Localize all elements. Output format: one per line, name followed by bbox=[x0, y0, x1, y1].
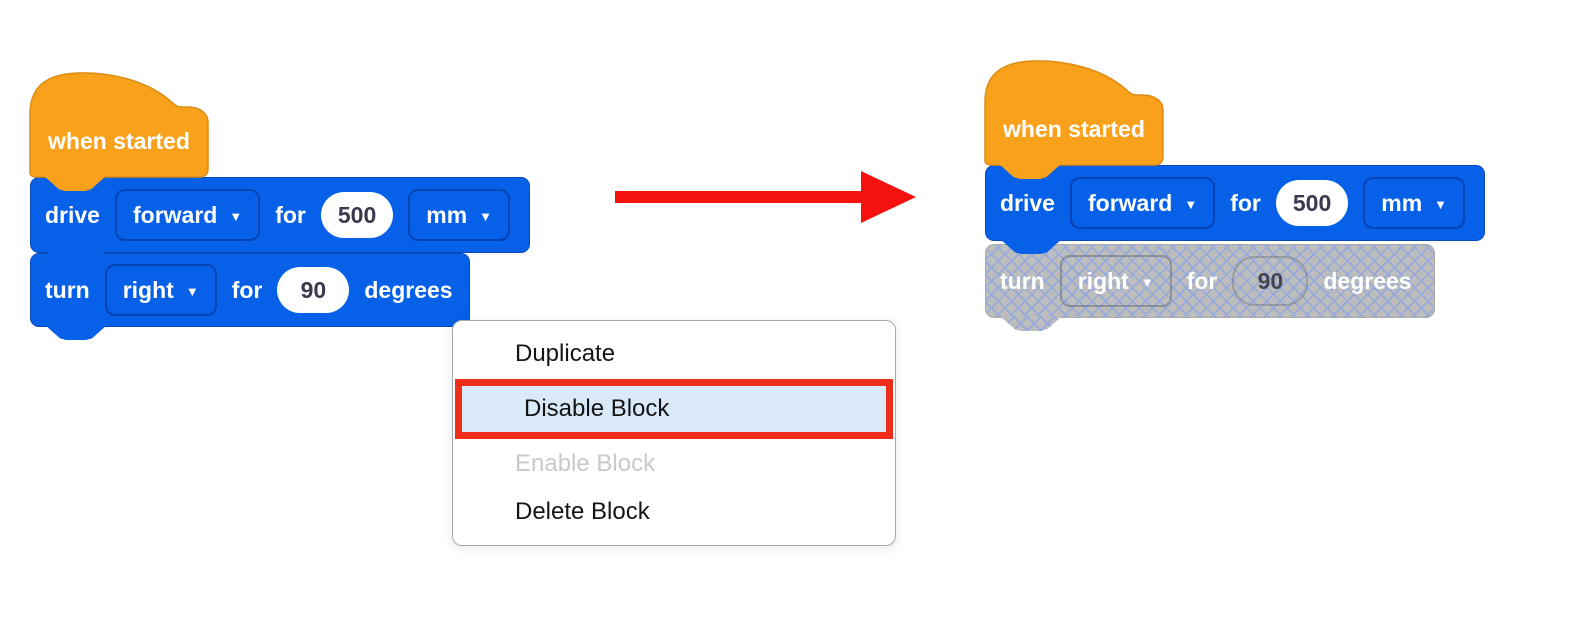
block-connector-tab bbox=[1000, 316, 1062, 331]
drive-distance-value: 500 bbox=[337, 201, 377, 228]
turn-block[interactable]: turn right ▼ for 90 degrees bbox=[30, 253, 470, 340]
for-label: for bbox=[275, 201, 306, 228]
drive-block-result[interactable]: drive forward ▼ for 500 mm ▼ bbox=[985, 165, 1485, 254]
chevron-down-icon: ▼ bbox=[1434, 196, 1448, 212]
degrees-label: degrees bbox=[1323, 267, 1412, 294]
when-started-block[interactable]: when started bbox=[29, 72, 209, 191]
block-connector-tab bbox=[45, 325, 107, 340]
drive-label: drive bbox=[45, 201, 100, 228]
turn-direction-dropdown[interactable]: right ▼ bbox=[1059, 255, 1172, 307]
drive-unit-value: mm bbox=[426, 201, 468, 228]
menu-item-delete-block[interactable]: Delete Block bbox=[515, 498, 650, 525]
chevron-down-icon: ▼ bbox=[1184, 196, 1198, 212]
drive-block[interactable]: drive forward ▼ for 500 mm ▼ bbox=[30, 177, 530, 266]
turn-angle-value: 90 bbox=[300, 276, 327, 303]
turn-block-disabled[interactable]: turn right ▼ for 90 degrees bbox=[985, 244, 1435, 331]
turn-angle-input[interactable]: 90 bbox=[1232, 256, 1309, 306]
turn-direction-value: right bbox=[1077, 267, 1129, 294]
block-connector-tab bbox=[45, 251, 107, 266]
right-arrow-icon bbox=[615, 171, 916, 223]
turn-label: turn bbox=[45, 276, 90, 303]
menu-item-disable-block-highlight[interactable]: Disable Block bbox=[455, 379, 893, 439]
drive-unit-value: mm bbox=[1381, 189, 1423, 216]
menu-item-disable-block[interactable]: Disable Block bbox=[524, 395, 670, 422]
block-connector-tab bbox=[1000, 239, 1062, 254]
hat-block-shape bbox=[29, 72, 209, 178]
turn-direction-dropdown[interactable]: right ▼ bbox=[104, 264, 217, 316]
block-connector-tab bbox=[44, 176, 106, 191]
turn-angle-input[interactable]: 90 bbox=[277, 267, 350, 313]
for-label: for bbox=[1230, 189, 1261, 216]
hat-block-shape bbox=[984, 60, 1164, 166]
drive-distance-input[interactable]: 500 bbox=[1275, 180, 1349, 226]
drive-unit-dropdown[interactable]: mm ▼ bbox=[1363, 177, 1466, 229]
for-label: for bbox=[231, 276, 263, 303]
menu-item-enable-block: Enable Block bbox=[515, 450, 656, 477]
drive-direction-dropdown[interactable]: forward ▼ bbox=[1069, 177, 1216, 229]
drive-unit-dropdown[interactable]: mm ▼ bbox=[408, 189, 511, 241]
drive-direction-dropdown[interactable]: forward ▼ bbox=[114, 189, 261, 241]
when-started-block-result[interactable]: when started bbox=[984, 60, 1164, 179]
drive-label: drive bbox=[1000, 189, 1055, 216]
chevron-down-icon: ▼ bbox=[229, 208, 243, 224]
menu-item-duplicate[interactable]: Duplicate bbox=[515, 340, 616, 367]
for-label: for bbox=[1186, 267, 1218, 294]
degrees-label: degrees bbox=[364, 276, 453, 303]
chevron-down-icon: ▼ bbox=[185, 283, 199, 299]
turn-angle-value: 90 bbox=[1257, 267, 1284, 294]
drive-direction-value: forward bbox=[132, 201, 218, 228]
hat-block-label: when started bbox=[48, 128, 190, 154]
chevron-down-icon: ▼ bbox=[479, 208, 493, 224]
turn-direction-value: right bbox=[122, 276, 174, 303]
drive-direction-value: forward bbox=[1087, 189, 1173, 216]
drive-distance-value: 500 bbox=[1292, 189, 1332, 216]
turn-label: turn bbox=[1000, 267, 1045, 294]
block-connector-tab bbox=[999, 164, 1061, 179]
chevron-down-icon: ▼ bbox=[1140, 274, 1154, 290]
transition-arrow bbox=[615, 170, 917, 224]
hat-block-label: when started bbox=[1003, 116, 1145, 142]
context-menu: Duplicate Disable Block Enable Block Del… bbox=[452, 320, 896, 546]
drive-distance-input[interactable]: 500 bbox=[320, 192, 394, 238]
